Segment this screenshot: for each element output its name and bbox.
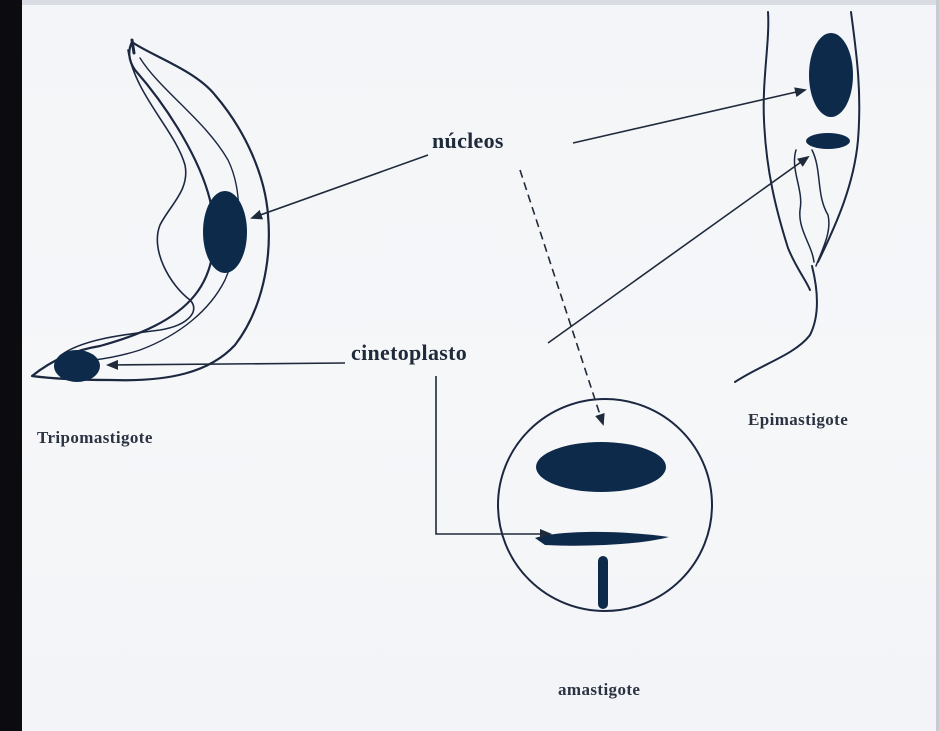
label-tripomastigote: Tripomastigote (37, 428, 153, 448)
annotation-arrows (108, 90, 808, 534)
label-cinetoplasto: cinetoplasto (351, 340, 467, 366)
label-nucleos: núcleos (432, 128, 504, 154)
epimastigote-kinetoplast (806, 133, 850, 149)
tripomastigote-nucleus (203, 191, 247, 273)
epimastigote-flagellum (735, 266, 817, 382)
label-amastigote: amastigote (558, 680, 640, 700)
epimastigote-left-membrane (764, 12, 810, 290)
amastigote-kinetoplast (535, 532, 669, 546)
tripomastigote-flagellum-tip (132, 40, 134, 53)
amastigote-nucleus (536, 442, 666, 492)
epimastigote-nucleus (809, 33, 853, 117)
arrow-nucleos-to-amastigote (520, 170, 603, 424)
label-epimastigote: Epimastigote (748, 410, 848, 430)
arrow-cinetoplasto-to-amastigote (436, 376, 550, 534)
arrow-nucleos-to-epimastigote (573, 90, 805, 143)
arrow-nucleos-to-tripomastigote (252, 155, 428, 218)
arrow-cinetoplasto-to-epimastigote (548, 157, 808, 343)
tripomastigote-kinetoplast (54, 350, 100, 382)
amastigote-flagellum-stub (598, 556, 608, 609)
arrow-cinetoplasto-to-tripomastigote (108, 363, 345, 365)
